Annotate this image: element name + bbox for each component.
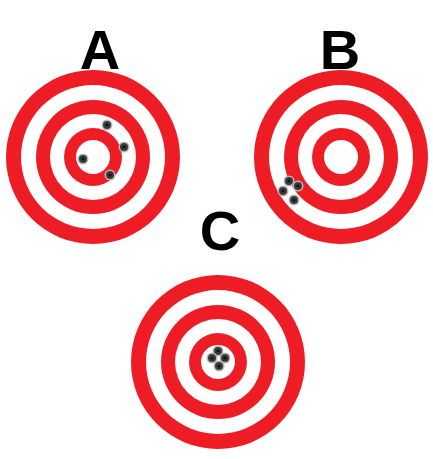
bullet-holes-a	[78, 120, 130, 181]
target-c	[131, 275, 305, 449]
target-a	[6, 70, 180, 244]
bullet-holes-b	[278, 176, 304, 206]
target-letter: B	[320, 22, 360, 78]
target-letter: A	[80, 22, 120, 78]
target-letter: C	[200, 203, 240, 259]
bullet-holes-c	[207, 346, 231, 372]
target-b	[254, 70, 428, 244]
